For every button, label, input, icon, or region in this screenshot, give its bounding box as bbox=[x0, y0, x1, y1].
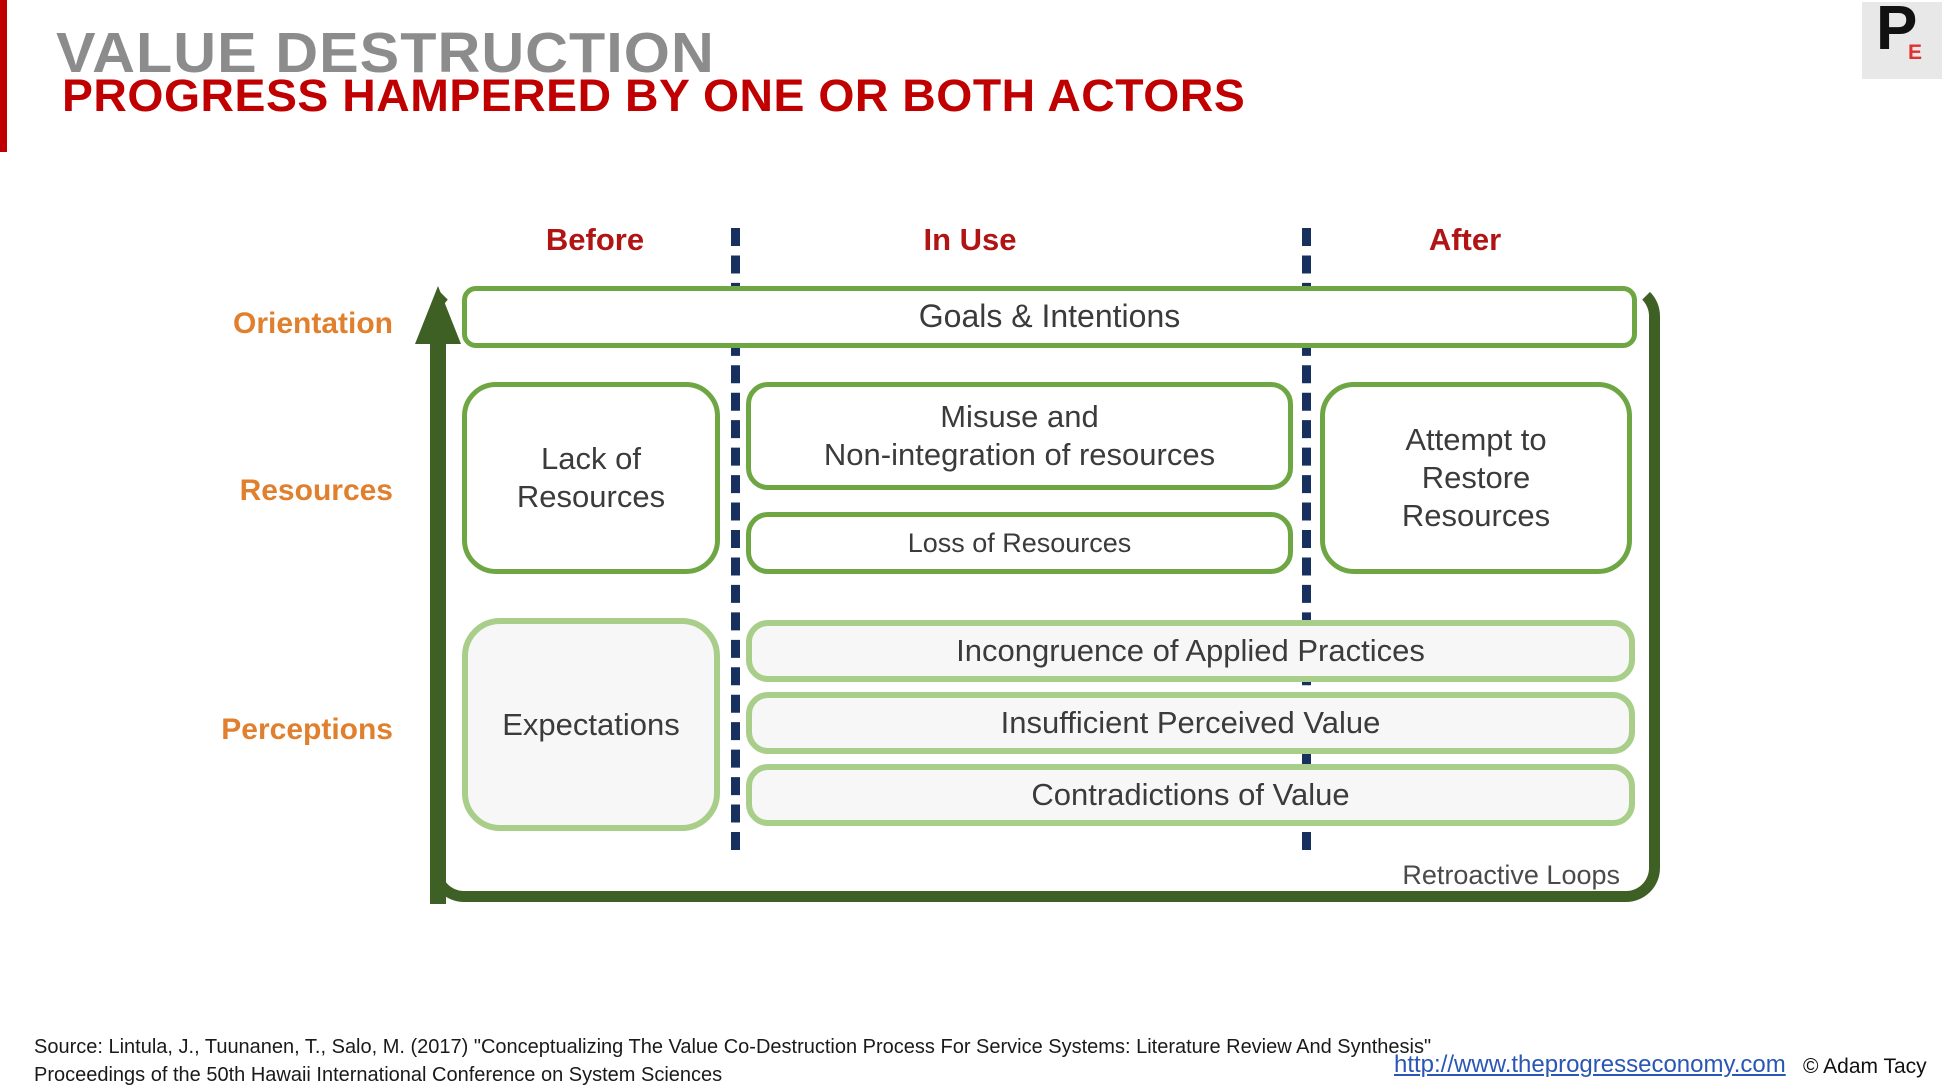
website-link[interactable]: http://www.theprogresseconomy.com bbox=[1394, 1051, 1786, 1078]
column-header-before: Before bbox=[545, 222, 645, 257]
box-attempt-line3: Resources bbox=[1401, 497, 1551, 533]
box-attempt-restore-resources[interactable]: Attempt to Restore Resources bbox=[1320, 382, 1632, 574]
upward-arrow-icon bbox=[415, 286, 461, 904]
logo-letter-e: E bbox=[1908, 41, 1923, 64]
box-misuse-line1: Misuse and bbox=[940, 399, 1099, 435]
page-title: VALUE DESTRUCTION bbox=[56, 21, 715, 85]
phase-divider-inuse-after bbox=[1302, 228, 1311, 850]
source-citation-line2: Proceedings of the 50th Hawaii Internati… bbox=[34, 1064, 723, 1087]
row-label-orientation: Orientation bbox=[232, 307, 393, 340]
box-expectations[interactable]: Expectations bbox=[462, 618, 720, 831]
column-header-in-use: In Use bbox=[923, 222, 1017, 257]
page-subtitle: PROGRESS HAMPERED BY ONE OR BOTH ACTORS bbox=[62, 70, 1246, 121]
phase-divider-before-inuse bbox=[731, 228, 740, 850]
column-header-after: After bbox=[1428, 222, 1502, 257]
box-attempt-line2: Restore bbox=[1421, 460, 1531, 496]
box-lack-of-resources-line2: Resources bbox=[516, 479, 666, 514]
box-lack-of-resources[interactable]: Lack of Resources bbox=[462, 382, 720, 574]
retroactive-loops-label: Retroactive Loops bbox=[1402, 860, 1620, 890]
box-loss-of-resources[interactable]: Loss of Resources bbox=[746, 512, 1293, 574]
box-incongruence-applied-practices[interactable]: Incongruence of Applied Practices bbox=[746, 620, 1635, 682]
progress-economy-logo: P E bbox=[1862, 0, 1942, 79]
box-goals-and-intentions[interactable]: Goals & Intentions bbox=[462, 286, 1637, 348]
box-insufficient-perceived-value[interactable]: Insufficient Perceived Value bbox=[746, 692, 1635, 754]
box-attempt-line1: Attempt to bbox=[1405, 422, 1547, 458]
box-misuse-line2: Non-integration of resources bbox=[823, 437, 1216, 472]
box-misuse-non-integration[interactable]: Misuse and Non-integration of resources bbox=[746, 382, 1293, 490]
row-label-resources: Resources bbox=[239, 474, 393, 507]
copyright-notice: © Adam Tacy bbox=[1803, 1055, 1927, 1078]
box-contradictions-of-value[interactable]: Contradictions of Value bbox=[746, 764, 1635, 826]
source-citation-line1: Source: Lintula, J., Tuunanen, T., Salo,… bbox=[34, 1036, 1432, 1058]
box-lack-of-resources-line1: Lack of bbox=[541, 441, 641, 477]
source-citation: Source: Lintula, J., Tuunanen, T., Salo,… bbox=[34, 1033, 1432, 1090]
logo-letter-p: P bbox=[1876, 0, 1918, 63]
row-label-perceptions: Perceptions bbox=[221, 713, 393, 746]
left-accent-stripe bbox=[0, 0, 7, 152]
arrow-shaft bbox=[430, 334, 446, 904]
